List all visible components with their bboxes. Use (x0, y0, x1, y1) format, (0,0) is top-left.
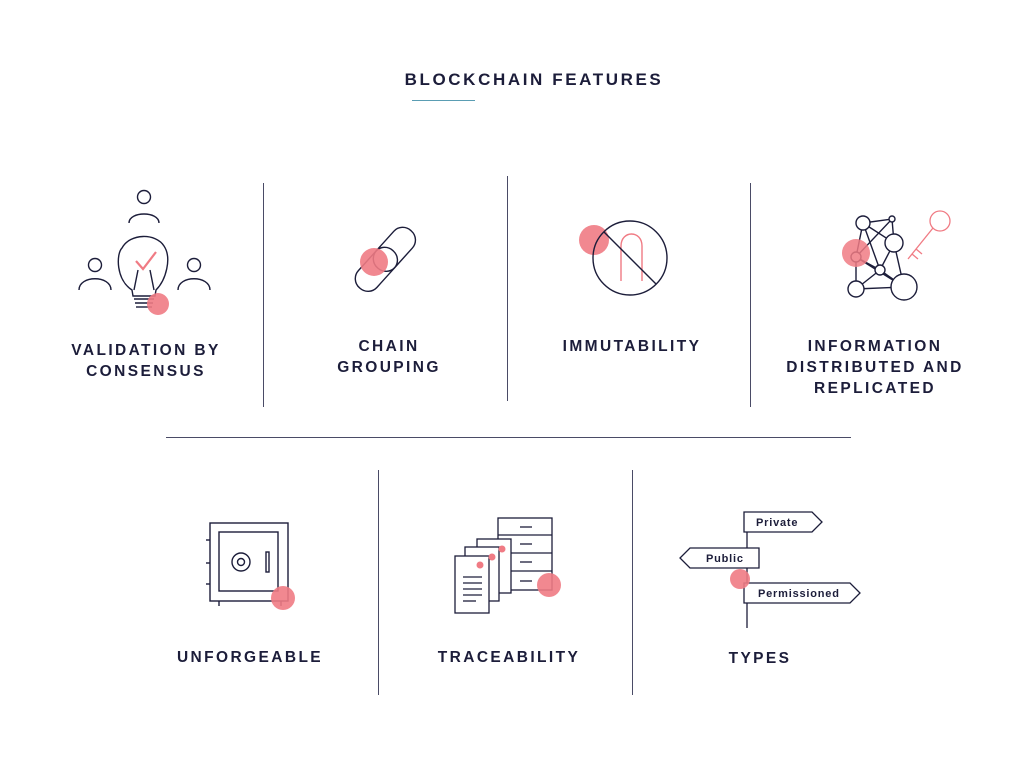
sign-public: Public (706, 553, 744, 565)
lightbulb-people-icon (78, 189, 211, 315)
label-unforgeable: UNFORGEABLE (176, 649, 324, 666)
divider-top-2 (507, 176, 508, 401)
chain-link-icon (354, 226, 417, 293)
label-validation-by-consensus: VALIDATION BY CONSENSUS (71, 342, 221, 380)
divider-horizontal (166, 437, 851, 438)
label-traceability: TRACEABILITY (437, 649, 581, 666)
label-information-distributed: INFORMATION DISTRIBUTED AND REPLICATED (786, 338, 964, 397)
documents-icon (454, 517, 561, 614)
sign-private: Private (756, 517, 798, 529)
title-underline (412, 100, 475, 101)
divider-bottom-2 (632, 470, 633, 695)
diagram-title: BLOCKCHAIN FEATURES (404, 70, 664, 89)
sign-permissioned: Permissioned (758, 588, 840, 600)
divider-top-1 (263, 183, 264, 407)
prohibited-icon (579, 220, 668, 296)
label-immutability: IMMUTABILITY (562, 338, 702, 355)
label-types: TYPES (728, 650, 792, 667)
divider-bottom-1 (378, 470, 379, 695)
divider-top-3 (750, 183, 751, 407)
network-key-icon (842, 210, 951, 301)
safe-icon (206, 522, 295, 610)
signpost-icon: Private Public Permissioned (679, 511, 861, 628)
label-chain-grouping: CHAIN GROUPING (337, 338, 441, 376)
